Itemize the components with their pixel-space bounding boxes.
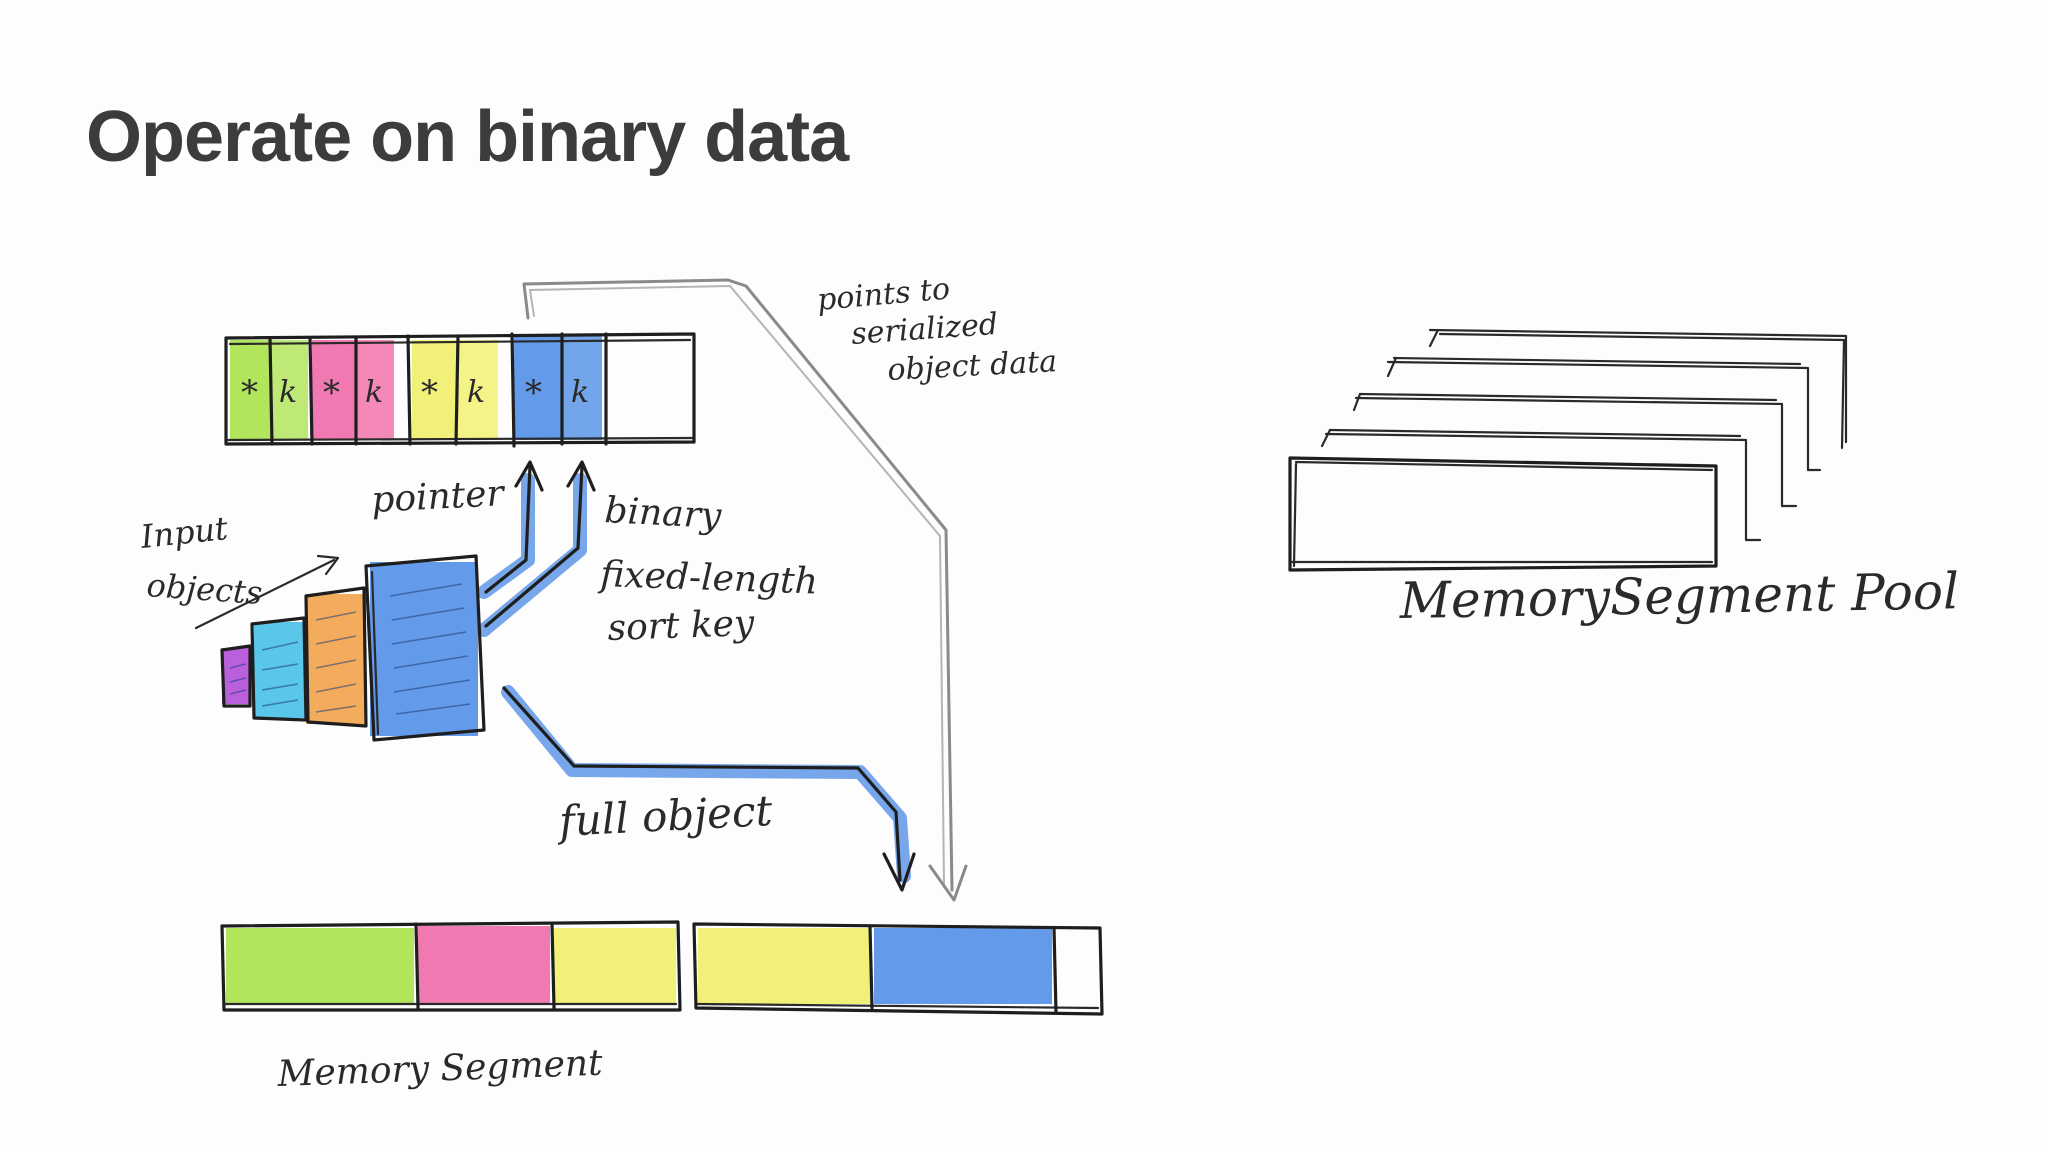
sort-cell-7: [514, 336, 562, 440]
label-sort-key: sort key: [607, 603, 756, 649]
sort-buffer: * k * k * k * k: [224, 332, 696, 448]
memory-segment-a-green: [226, 928, 414, 1004]
sort-cell-6-text: k: [467, 375, 485, 410]
full-object-arrow: [501, 685, 916, 892]
pointer-arrows: [477, 460, 596, 637]
sort-cell-3-text: *: [323, 373, 340, 413]
sort-cell-4-text: k: [365, 375, 383, 410]
label-fixed-length: fixed-length: [597, 554, 819, 603]
sort-cell-5: [412, 340, 456, 440]
label-input-line1: Input: [138, 509, 230, 556]
sort-cell-8-text: k: [571, 375, 589, 410]
sort-cell-3: [312, 340, 356, 440]
label-memory-segment-pool: MemorySegment Pool: [1398, 562, 1959, 630]
sort-cell-2-text: k: [279, 375, 297, 410]
slide-title: Operate on binary data: [86, 97, 849, 177]
label-memory-segment: Memory Segment: [276, 1043, 604, 1095]
sort-cell-2: [272, 340, 308, 440]
sort-cell-7-text: *: [525, 373, 542, 413]
label-binary: binary: [604, 490, 723, 537]
memory-segment-a-yellow: [554, 928, 676, 1004]
memory-segment-pool: [1288, 328, 1848, 572]
sort-cell-1: [230, 340, 272, 440]
label-pointer: pointer: [370, 473, 506, 521]
memory-segment-a: [220, 920, 682, 1012]
input-object-orange: [306, 594, 366, 724]
input-objects: [194, 554, 486, 742]
label-input-line2: objects: [145, 566, 263, 612]
label-full-object: full object: [555, 786, 774, 846]
sort-cell-6: [456, 340, 498, 440]
sort-cell-5-text: *: [421, 373, 438, 413]
sort-cell-1-text: *: [241, 373, 258, 413]
sort-cell-4: [356, 340, 394, 440]
label-points-line3: object data: [887, 344, 1058, 388]
memory-segment-a-pink: [418, 926, 550, 1004]
memory-segment-b: [692, 922, 1104, 1016]
label-points-line2: serialized: [850, 307, 999, 352]
sort-cell-8: [562, 336, 602, 440]
input-object-purple: [222, 648, 250, 704]
memory-segment-b-blue: [874, 928, 1052, 1004]
points-to-arrow: [522, 278, 968, 902]
memory-segment-b-yellow: [698, 928, 870, 1004]
